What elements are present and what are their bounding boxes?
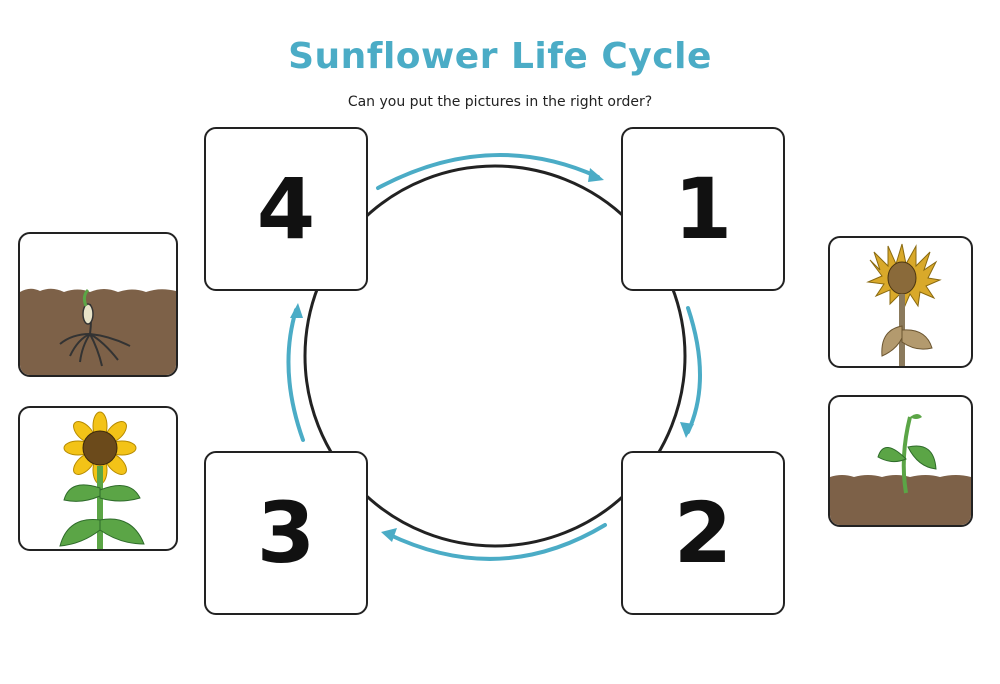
picture-card-seedling[interactable] xyxy=(828,395,973,527)
picture-card-seed[interactable] xyxy=(18,232,178,377)
arrowhead-right xyxy=(680,422,694,438)
slot-1[interactable]: 1 xyxy=(621,127,785,291)
cycle-ring xyxy=(303,164,687,548)
slot-number: 1 xyxy=(673,160,733,258)
slot-4[interactable]: 4 xyxy=(204,127,368,291)
arrowhead-left xyxy=(290,303,303,318)
wilted-sunflower-icon xyxy=(866,243,942,366)
seedling-icon xyxy=(830,414,971,525)
slot-2[interactable]: 2 xyxy=(621,451,785,615)
seed-sprouting-icon xyxy=(20,288,176,375)
arrow-left xyxy=(286,308,305,442)
slot-number: 4 xyxy=(256,160,316,258)
slot-number: 3 xyxy=(256,484,316,582)
arrowhead-bottom xyxy=(381,528,397,542)
blooming-sunflower-icon xyxy=(59,411,145,549)
picture-card-wilted[interactable] xyxy=(828,236,973,368)
arrowhead-top xyxy=(588,168,604,182)
arrow-bottom xyxy=(386,523,607,561)
slot-3[interactable]: 3 xyxy=(204,451,368,615)
picture-card-blooming[interactable] xyxy=(18,406,178,551)
page-subtitle: Can you put the pictures in the right or… xyxy=(347,94,653,110)
page-title: Sunflower Life Cycle xyxy=(288,36,712,77)
arrow-right xyxy=(686,306,702,434)
slot-number: 2 xyxy=(673,484,733,582)
arrow-top xyxy=(376,152,600,190)
